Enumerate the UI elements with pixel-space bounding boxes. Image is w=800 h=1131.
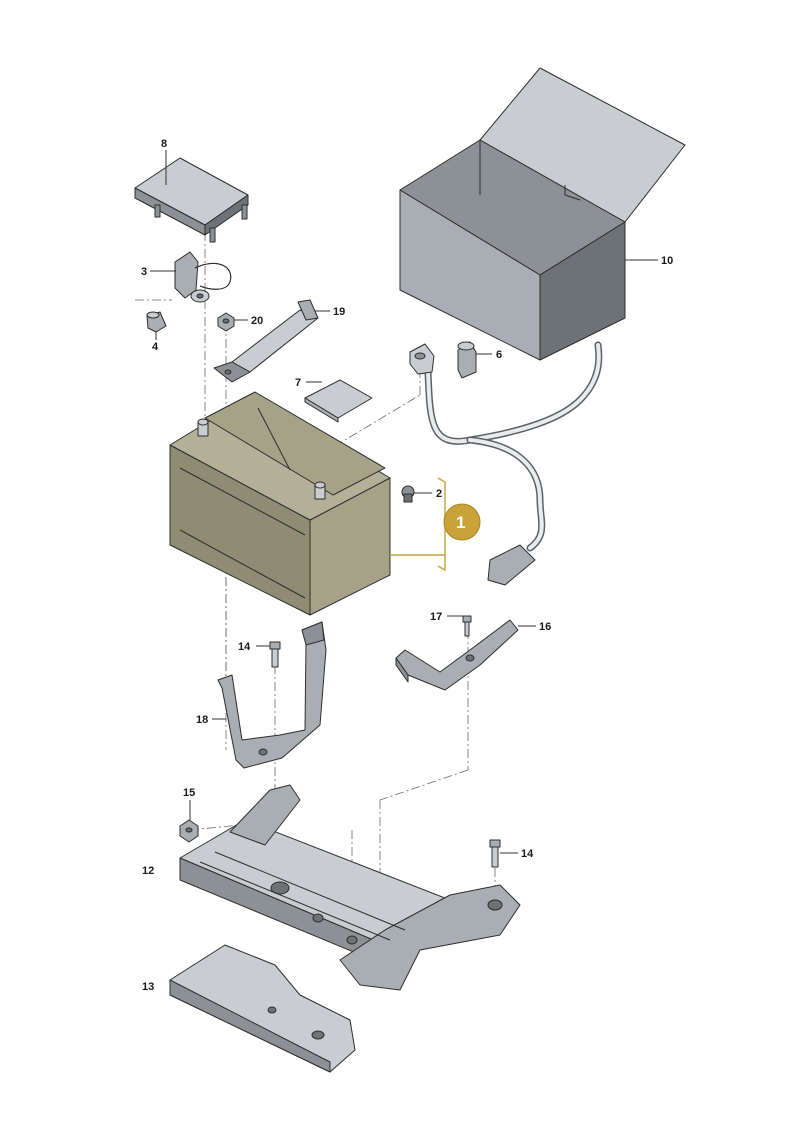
battery [169,391,446,616]
vent-plug [401,485,415,503]
callout-3: 3 [141,266,147,278]
callout-6: 6 [496,349,502,361]
retaining-bracket-16 [395,619,519,691]
battery-cover-box [399,67,686,361]
callout-20: 20 [251,315,263,327]
battery-tray [179,784,521,991]
callout-15: 15 [183,787,195,799]
terminal-cap-small [146,311,167,333]
callout-18: 18 [196,714,208,726]
callout-8: 8 [161,138,167,150]
callout-16: 16 [539,621,551,633]
ground-cable [409,341,603,586]
terminal-clamp [174,251,232,303]
callout-1-badge [443,503,481,541]
bolt-14-lower [489,839,501,868]
callout-13: 13 [142,981,154,993]
callout-14-upper: 14 [238,641,251,653]
callout-1: 1 [456,513,465,532]
bolt-17 [462,615,472,637]
hex-nut [217,312,235,332]
support-bracket-18 [217,621,327,769]
insulating-pad [304,379,373,423]
leader-lines [150,150,658,854]
callout-14-lower: 14 [521,848,534,860]
callout-4: 4 [152,341,159,353]
hold-down-bracket-top [213,299,319,383]
terminal-cover [134,157,249,243]
tray-insulator [169,944,356,1073]
callout-10: 10 [661,255,673,267]
callout-7: 7 [295,377,301,389]
callout-17: 17 [430,611,442,623]
callout-labels: 8 3 4 20 19 7 10 6 2 1 17 16 14 18 15 12… [141,138,673,993]
callout-19: 19 [333,306,345,318]
bolt-14-upper [269,641,281,668]
callout-12: 12 [142,865,154,877]
terminal-boot [457,341,477,379]
hex-nut-15 [179,819,199,843]
callout-2: 2 [436,488,442,500]
